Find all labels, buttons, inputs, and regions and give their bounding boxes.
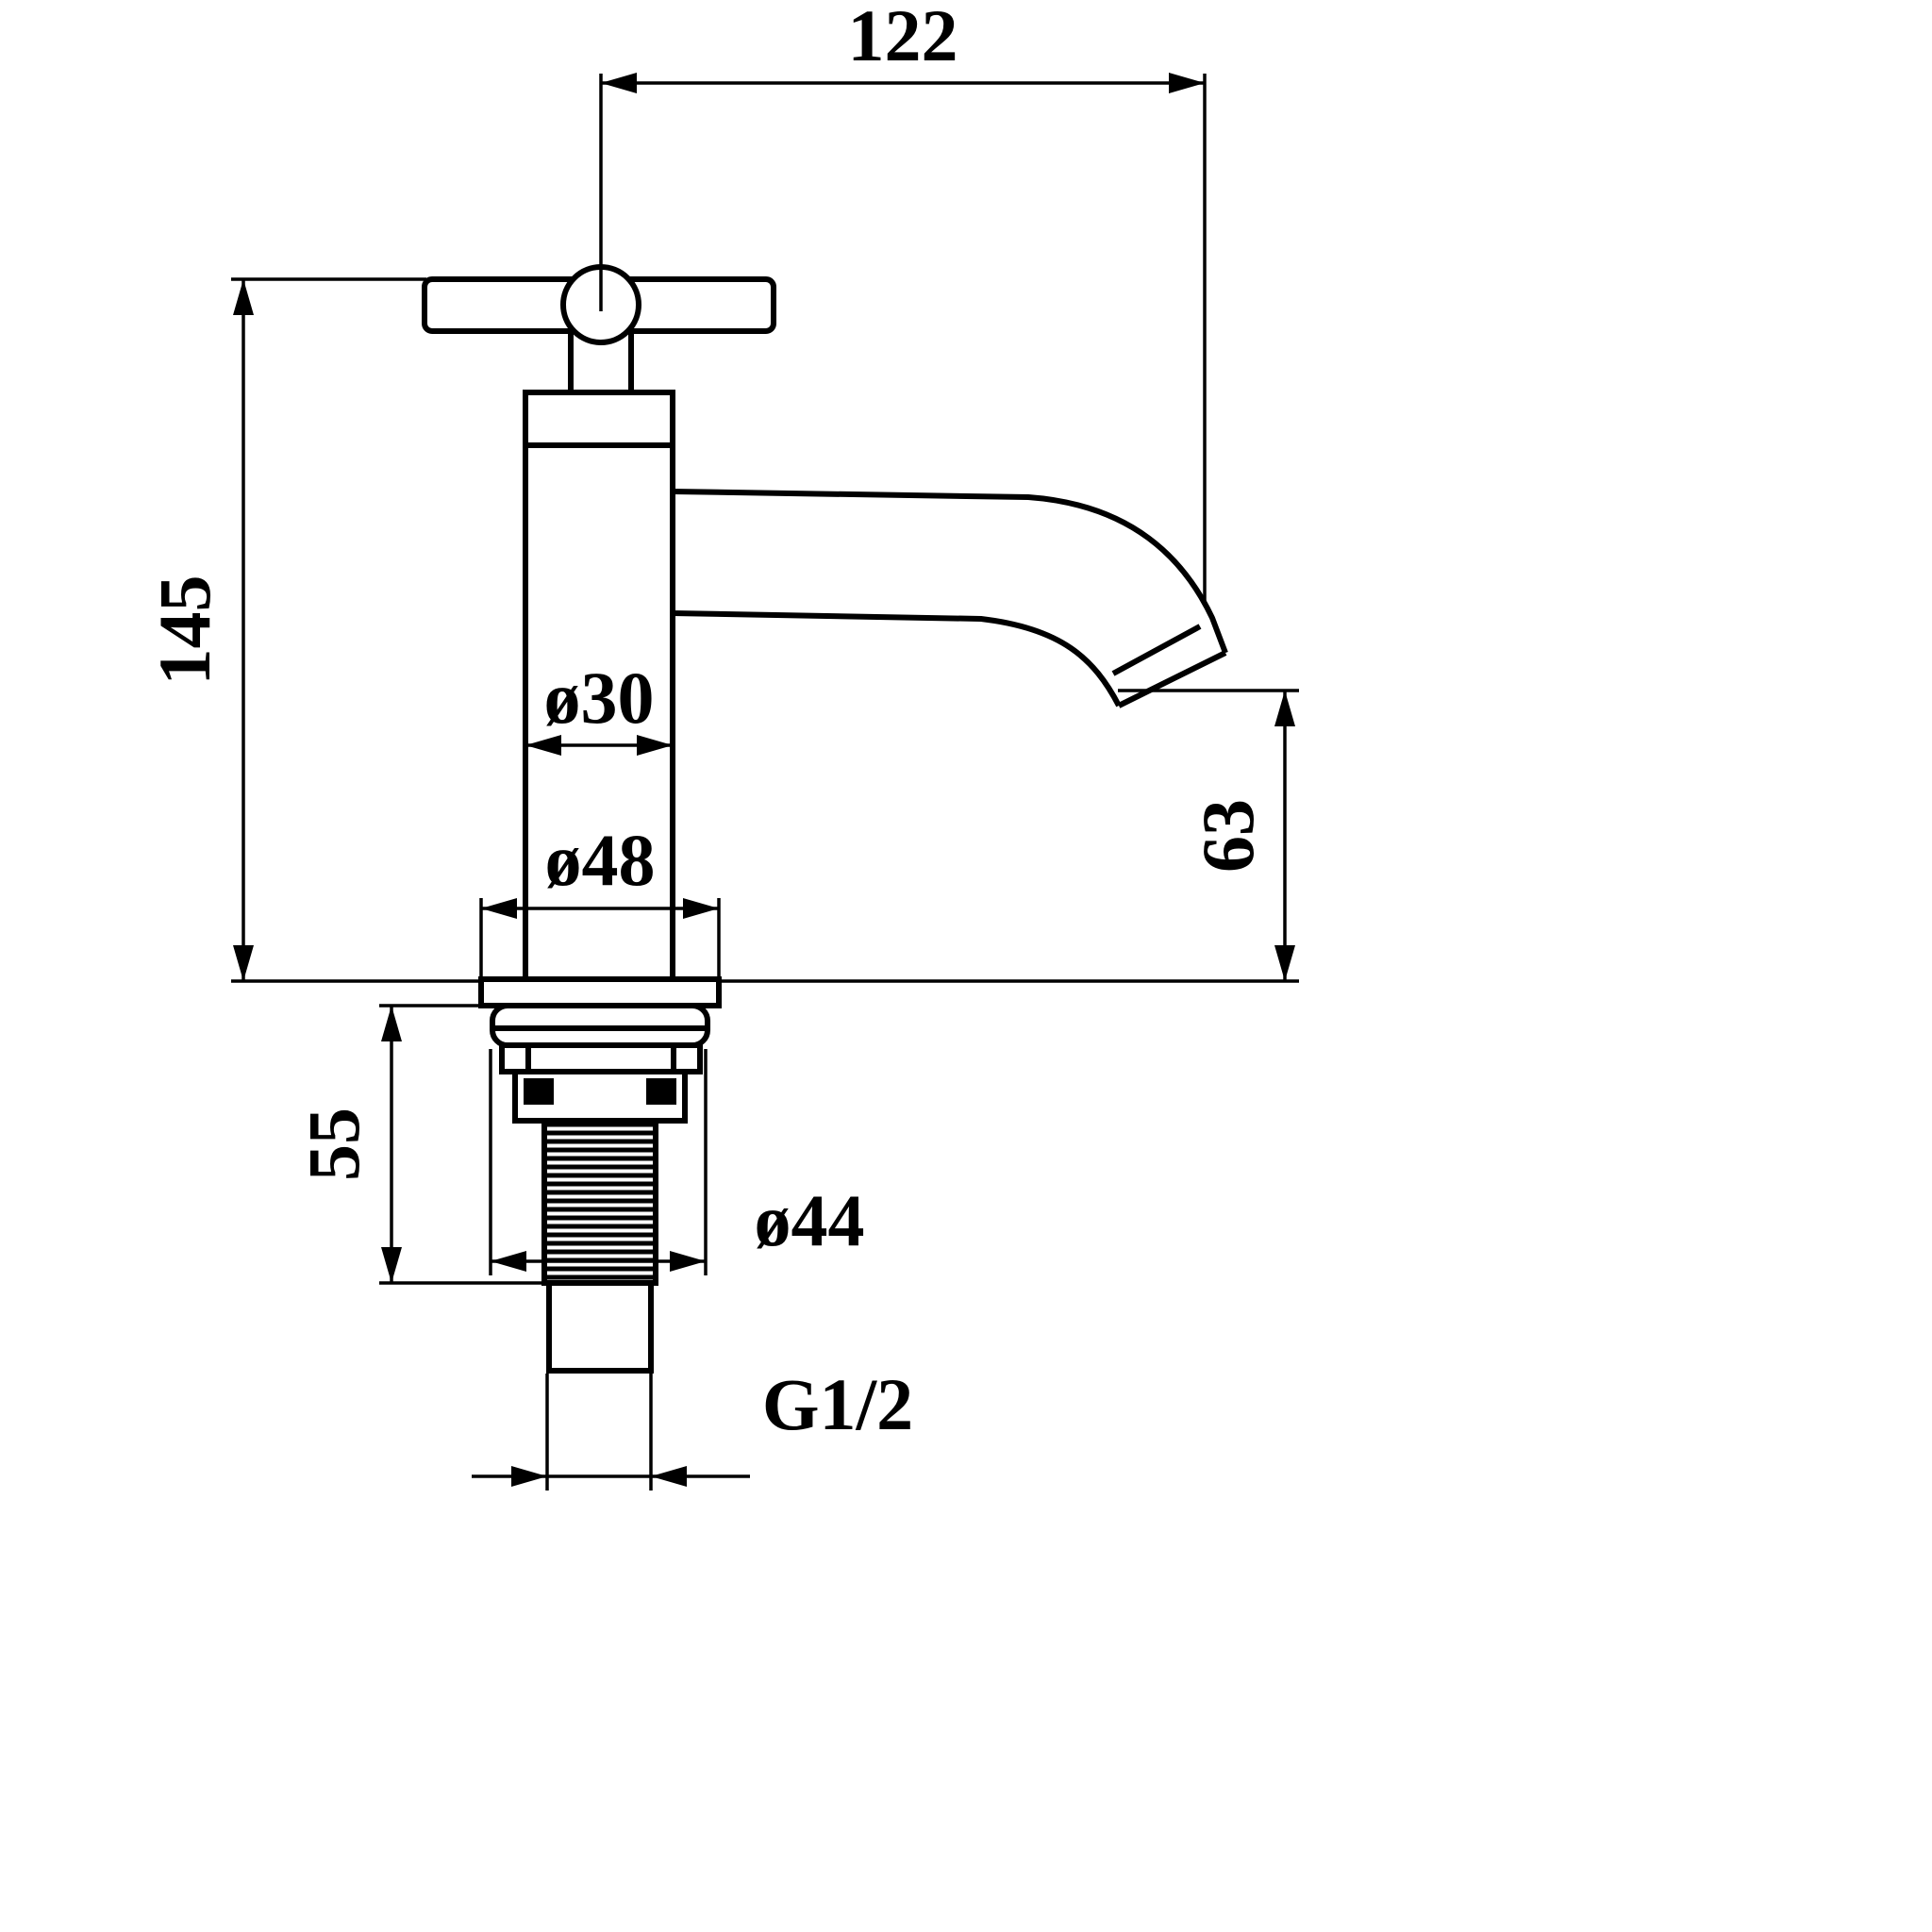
arrowhead-top <box>1274 691 1295 726</box>
arrowhead-bottom <box>233 945 254 981</box>
lock-washer <box>499 1042 703 1074</box>
spout-upper-outline <box>672 489 1228 655</box>
dimension-55: 55 <box>292 1004 542 1285</box>
arrowhead-left <box>481 898 517 919</box>
arrowhead-left <box>601 73 637 93</box>
dimension-g12: G1/2 <box>472 1363 913 1491</box>
arrowhead-top <box>381 1006 402 1041</box>
seal-section-right <box>646 1078 676 1105</box>
dimension-145: 145 <box>143 277 479 983</box>
arrowhead-right <box>683 898 719 919</box>
arrowhead-top <box>233 279 254 315</box>
spout-outlet-face <box>1117 650 1227 708</box>
base-plate <box>478 976 722 1008</box>
faucet-outline <box>422 264 1228 1374</box>
spout-outlet-inner-line <box>1111 624 1202 676</box>
body-column <box>523 442 675 982</box>
arrowhead-right <box>637 735 673 756</box>
dimension-label-dia44: ø44 <box>755 1179 865 1261</box>
arrowhead-bottom <box>381 1247 402 1283</box>
threaded-shank <box>541 1118 658 1286</box>
dimension-63: 63 <box>722 689 1299 983</box>
arrowhead-left <box>511 1466 547 1487</box>
spout-lower-outline <box>672 610 1122 708</box>
arrowhead-right <box>1169 73 1205 93</box>
arrowhead-left <box>491 1251 526 1272</box>
dimension-122: 122 <box>599 0 1207 604</box>
body-collar <box>523 390 675 448</box>
dimension-dia48: ø48 <box>479 819 721 977</box>
arrowhead-right <box>651 1466 687 1487</box>
dimension-label-dia30: ø30 <box>544 657 655 739</box>
seal-section-left <box>524 1078 554 1105</box>
arrowhead-right <box>670 1251 706 1272</box>
dimension-label-g12: G1/2 <box>762 1363 913 1445</box>
dimension-label-55: 55 <box>292 1108 375 1181</box>
inlet-pipe <box>546 1280 654 1374</box>
dimension-label-63: 63 <box>1187 799 1269 873</box>
arrowhead-bottom <box>1274 945 1295 981</box>
dimension-label-122: 122 <box>848 0 958 76</box>
dimension-dia44: ø44 <box>489 1049 865 1275</box>
arrowhead-left <box>525 735 561 756</box>
dimension-label-145: 145 <box>143 575 225 686</box>
dimension-label-dia48: ø48 <box>545 819 656 901</box>
dimension-dia30: ø30 <box>525 657 673 756</box>
